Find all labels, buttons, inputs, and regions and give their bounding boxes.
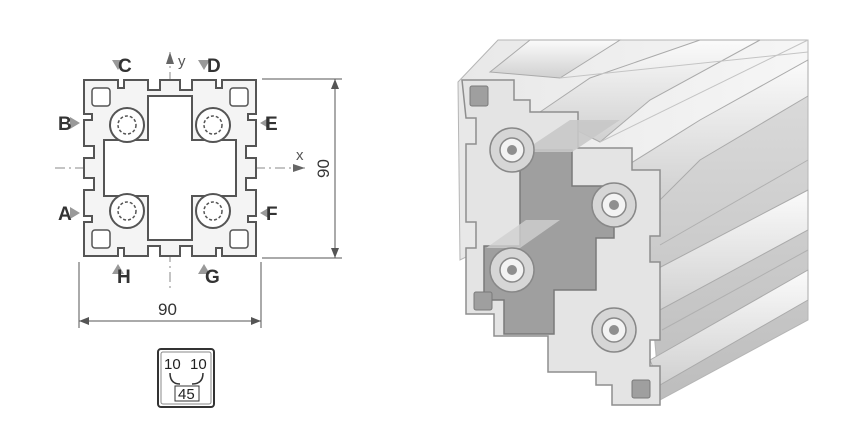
- slot-label-d: D: [207, 56, 221, 77]
- symbol-bottom-value: 45: [178, 386, 195, 403]
- screw-channel-3d-bottom-right: [591, 307, 637, 353]
- x-axis-label: x: [296, 147, 304, 164]
- y-axis-label: y: [178, 53, 186, 70]
- slot-label-c: C: [118, 56, 132, 77]
- slot-label-g: G: [205, 267, 220, 288]
- slot-size-symbol: 10 10 45: [157, 348, 215, 408]
- x-axis-arrow: [293, 164, 305, 172]
- symbol-left-value: 10: [164, 356, 181, 373]
- width-dimension: [78, 262, 262, 328]
- slot-label-e: E: [265, 114, 278, 135]
- profile-3d-render: [457, 39, 809, 406]
- slot-label-a: A: [58, 204, 72, 225]
- corner-cavity-top-right: [229, 87, 249, 107]
- screw-channel-bottom-left: [109, 193, 145, 229]
- center-cavity: [103, 95, 237, 241]
- slot-label-f: F: [266, 204, 278, 225]
- width-dimension-value: 90: [158, 300, 177, 319]
- cross-section-drawing: y x C D B: [55, 52, 342, 328]
- corner-cavity-top-left: [91, 87, 111, 107]
- screw-channel-top-left: [109, 107, 145, 143]
- corner-cavity-bottom-right: [229, 229, 249, 249]
- screw-channel-top-right: [195, 107, 231, 143]
- screw-channel-3d-top-right: [591, 182, 637, 228]
- height-dimension-value: 90: [314, 159, 333, 178]
- corner-cavity-3d-bottom-right: [631, 379, 651, 399]
- slot-label-h: H: [117, 267, 131, 288]
- corner-cavity-3d-bottom-left: [473, 291, 493, 311]
- screw-channel-3d-top-left: [489, 127, 535, 173]
- slot-label-b: B: [58, 114, 72, 135]
- y-axis-arrow: [166, 52, 174, 64]
- corner-cavity-3d-top-left: [469, 85, 489, 107]
- screw-channel-bottom-right: [195, 193, 231, 229]
- screw-channel-3d-bottom-left: [489, 247, 535, 293]
- corner-cavity-bottom-left: [91, 229, 111, 249]
- height-dimension: [262, 78, 342, 259]
- symbol-right-value: 10: [190, 356, 207, 373]
